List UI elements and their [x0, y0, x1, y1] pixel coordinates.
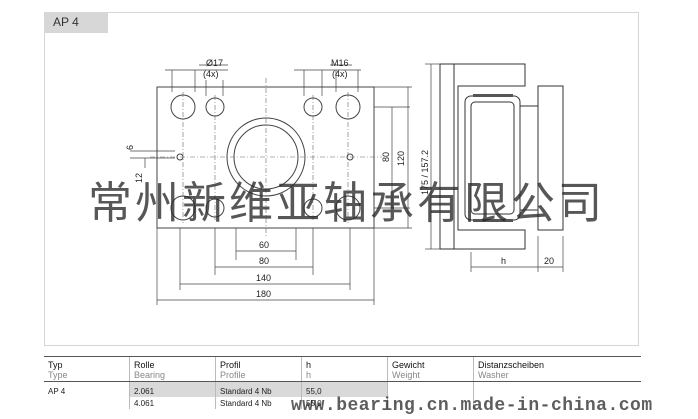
bearing-inner — [470, 101, 515, 215]
dim-h: h — [501, 256, 506, 266]
dim-bore-count: (4x) — [203, 69, 219, 79]
product-title: AP 4 — [44, 12, 108, 33]
dim-60: 60 — [259, 240, 269, 250]
dim-175: 175 / 157.2 — [420, 150, 430, 195]
bearing-body — [464, 95, 521, 221]
drawing-frame — [44, 12, 639, 346]
dim-20: 20 — [544, 256, 554, 266]
table-row: 4.061 Standard 4 Nb 55,0 — [44, 397, 641, 409]
watermark-url: www.bearing.cn.made-in-china.com — [291, 396, 653, 416]
dim-6: 6 — [125, 145, 135, 150]
side-cap — [537, 85, 564, 231]
dim-80-v: 80 — [381, 152, 391, 162]
dim-bore: Ø17 — [206, 58, 223, 68]
side-body — [453, 63, 526, 250]
dim-180: 180 — [256, 289, 271, 299]
dim-thread-count: (4x) — [332, 69, 348, 79]
dim-12: 12 — [134, 173, 144, 183]
dim-80-h: 80 — [259, 256, 269, 266]
plate-outline — [156, 86, 375, 229]
dim-140: 140 — [256, 273, 271, 283]
table-row: AP 4 2.061 Standard 4 Nb 55,0 — [44, 381, 641, 397]
dim-120: 120 — [396, 151, 406, 166]
side-plate — [439, 63, 455, 250]
dim-thread: M16 — [331, 58, 349, 68]
